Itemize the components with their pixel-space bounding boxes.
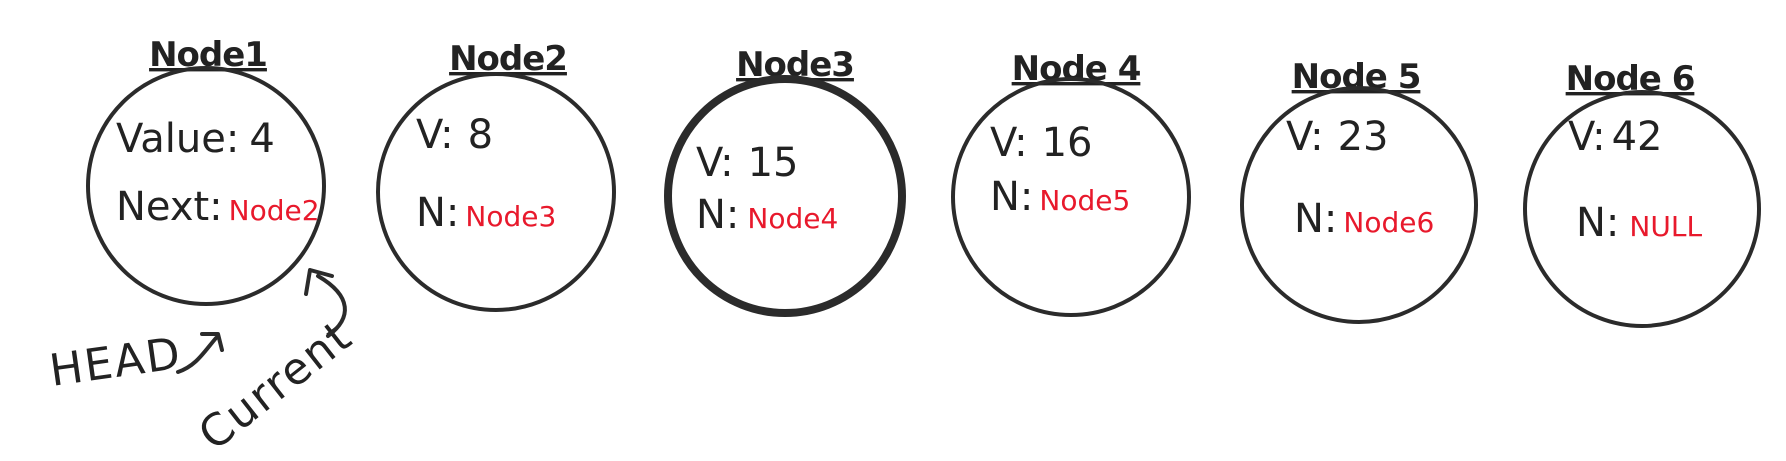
node-next: N:Node5	[990, 174, 1130, 220]
node-next-pointer: Node2	[229, 194, 320, 227]
node-value-label: V:	[1568, 114, 1606, 160]
node-next-label: N:	[990, 174, 1033, 220]
node-value: V: 8	[416, 112, 493, 158]
node-next-label: N:	[696, 192, 739, 238]
node-circle	[376, 72, 616, 312]
node-value-number: 16	[1042, 120, 1093, 166]
head-arrow-tip	[200, 332, 224, 352]
node-value-label: V:	[416, 112, 454, 158]
node-value: Value:4	[116, 116, 275, 162]
node-next-pointer: NULL	[1629, 210, 1702, 243]
node-title: Node2	[449, 39, 567, 79]
node-circle	[1240, 86, 1478, 324]
current-pointer: Current	[189, 268, 362, 461]
node-value: V: 15	[696, 140, 798, 186]
node-next-label: N:	[1294, 196, 1337, 242]
node-next: N:Node4	[696, 192, 838, 238]
node-title: Node 4	[1012, 49, 1141, 89]
node-next-label: N:	[1576, 200, 1619, 246]
node-value-number: 4	[249, 116, 274, 162]
head-label: HEAD	[46, 328, 185, 397]
node-circle	[951, 77, 1191, 317]
node-1: Node1 Value:4 Next:Node2	[86, 35, 326, 306]
node-6: Node 6 V:42 N:NULL	[1523, 59, 1761, 328]
node-2: Node2 V: 8 N:Node3	[376, 39, 616, 312]
node-value-number: 42	[1612, 114, 1663, 160]
node-circle	[86, 66, 326, 306]
node-title: Node 5	[1292, 57, 1421, 97]
current-arrow	[316, 274, 347, 338]
node-5: Node 5 V: 23 N:Node6	[1240, 57, 1478, 324]
node-next-label: N:	[416, 190, 459, 236]
node-next: N: NULL	[1576, 200, 1702, 246]
node-next: Next:Node2	[116, 184, 320, 230]
current-arrow-tip	[304, 268, 334, 296]
node-circle	[664, 75, 906, 317]
node-value: V: 23	[1286, 114, 1388, 160]
node-value-label: Value:	[116, 116, 239, 162]
node-next: N:Node6	[1294, 196, 1434, 242]
node-next-pointer: Node4	[747, 202, 838, 235]
node-next-pointer: Node6	[1343, 206, 1434, 239]
node-value-number: 8	[468, 112, 493, 158]
node-next: N:Node3	[416, 190, 556, 236]
node-value-label: V:	[990, 120, 1028, 166]
node-value-number: 23	[1338, 114, 1389, 160]
node-next-pointer: Node3	[465, 200, 556, 233]
node-3: Node3 V:15 N:Node4	[664, 45, 906, 317]
node-value: V:42	[1568, 114, 1662, 160]
head-arrow	[176, 336, 218, 374]
node-next-pointer: Node5	[1039, 184, 1130, 217]
node-circle	[1523, 90, 1761, 328]
node-value: V: 16	[990, 120, 1092, 166]
node-value-label: V:	[696, 140, 734, 186]
node-value-label: V:	[1286, 114, 1324, 160]
node-value-number: 15	[748, 140, 799, 186]
node-next-label: Next:	[116, 184, 223, 230]
node-4: Node 4 V: 16 N:Node5	[951, 49, 1191, 317]
head-pointer: HEAD	[46, 328, 224, 397]
